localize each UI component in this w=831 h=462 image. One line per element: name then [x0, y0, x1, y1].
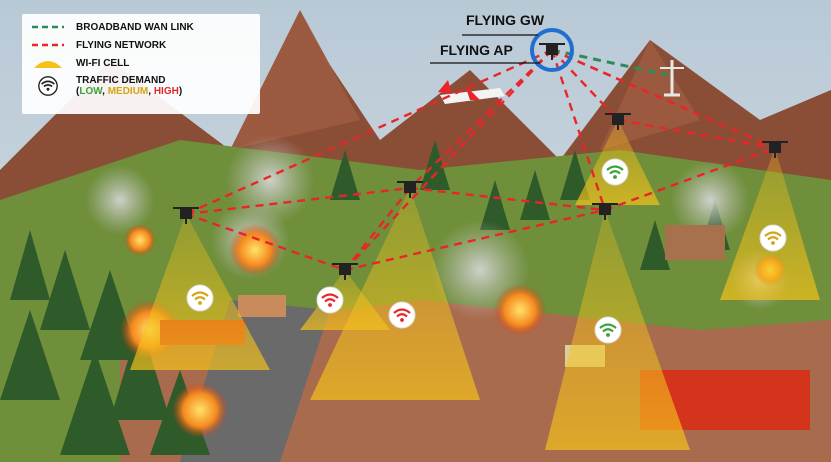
flying-network-link — [550, 49, 607, 211]
flying-ap-label: FLYING AP — [440, 42, 513, 58]
flying-gw-label: FLYING GW — [466, 12, 545, 28]
demand-high: HIGH — [153, 86, 179, 97]
flying-gw-drone — [539, 43, 565, 60]
drone-body — [546, 45, 558, 55]
wifi-icon — [316, 286, 344, 314]
legend-item-wifi-cell: WI-FI CELL — [30, 57, 129, 69]
flying-network-link — [344, 208, 606, 272]
flying-network-link — [185, 48, 553, 216]
flying-network-link — [617, 118, 776, 150]
wifi-arc — [764, 231, 782, 237]
mountain-peak — [230, 10, 360, 150]
drone-body — [612, 115, 624, 125]
wifi-arc — [194, 296, 206, 301]
wifi-cell-cone — [310, 188, 480, 400]
legend-label-flying-network: FLYING NETWORK — [76, 39, 167, 51]
building — [665, 225, 725, 260]
wifi-arc — [396, 313, 408, 318]
paren-close: ) — [178, 86, 183, 97]
flying-network-link — [185, 186, 411, 216]
flying-network-link — [409, 186, 606, 212]
wifi-icon — [601, 158, 629, 186]
sep: , — [102, 86, 108, 97]
wifi-dot — [328, 303, 332, 307]
cell-tower — [660, 60, 684, 97]
demand-medium: MEDIUM — [107, 86, 149, 97]
wifi-cell-swatch — [34, 61, 62, 68]
mountain-peak — [600, 40, 700, 150]
wifi-arc — [609, 170, 621, 175]
wifi-dot — [400, 318, 404, 322]
flying-ap-drone — [762, 141, 788, 158]
wifi-icon — [594, 316, 622, 344]
legend-item-traffic-demand: TRAFFIC DEMAND (LOW, MEDIUM, HIGH) — [30, 75, 182, 97]
sep: , — [148, 86, 154, 97]
flying-network-link — [344, 187, 411, 271]
wifi-dot — [771, 241, 775, 245]
flying-network-swatch — [32, 43, 64, 47]
wifi-arc — [599, 323, 617, 329]
drone-body — [404, 183, 416, 193]
wifi-icon — [186, 284, 214, 312]
drone-body — [599, 205, 611, 215]
traffic-demand-badges — [186, 158, 787, 344]
wifi-dot — [606, 333, 610, 337]
drones — [173, 43, 788, 280]
legend-label-traffic-demand: TRAFFIC DEMAND — [76, 75, 166, 86]
wifi-arc — [606, 165, 624, 171]
legend-label-wan: BROADBAND WAN LINK — [76, 21, 194, 33]
wifi-icon — [38, 76, 58, 96]
wifi-icon — [388, 301, 416, 329]
wifi-arc — [324, 298, 336, 303]
flying-ap-drone — [173, 207, 199, 224]
wifi-dot — [613, 175, 617, 179]
legend: BROADBAND WAN LINK FLYING NETWORK WI-FI … — [22, 14, 260, 114]
demand-low: LOW — [79, 86, 103, 97]
drone-body — [339, 265, 351, 275]
airplane — [438, 80, 505, 104]
legend-label-wifi-cell: WI-FI CELL — [76, 57, 130, 69]
flying-network-link — [551, 48, 776, 150]
wifi-arc — [602, 328, 614, 333]
building — [238, 295, 286, 317]
wan-link-swatch — [32, 25, 64, 29]
wifi-arc — [393, 308, 411, 314]
flying-network-link — [604, 146, 776, 212]
flying-ap-drone — [592, 203, 618, 220]
flying-ap-drone — [332, 263, 358, 280]
flying-gw-ring — [530, 28, 574, 72]
flying-network-links — [185, 48, 776, 272]
flying-network-link — [185, 212, 346, 272]
flying-ap-drone — [397, 181, 423, 198]
paren-open: ( — [76, 86, 80, 97]
drone-body — [180, 209, 192, 219]
wifi-arc — [321, 293, 339, 299]
drone-body — [769, 143, 781, 153]
wifi-arc — [767, 236, 779, 241]
legend-item-wan: BROADBAND WAN LINK — [30, 21, 194, 33]
wifi-cell-cone — [300, 270, 390, 330]
wifi-arc — [191, 291, 209, 297]
wifi-dot — [198, 301, 202, 305]
wifi-icon — [759, 224, 787, 252]
legend-item-flying-network: FLYING NETWORK — [30, 39, 166, 51]
wifi-cell-cone — [720, 148, 820, 300]
legend-demand-levels: (LOW, MEDIUM, HIGH) — [76, 86, 182, 97]
flying-ap-drone — [605, 113, 631, 130]
flying-network-link — [409, 49, 553, 189]
flying-network-link — [551, 49, 619, 121]
